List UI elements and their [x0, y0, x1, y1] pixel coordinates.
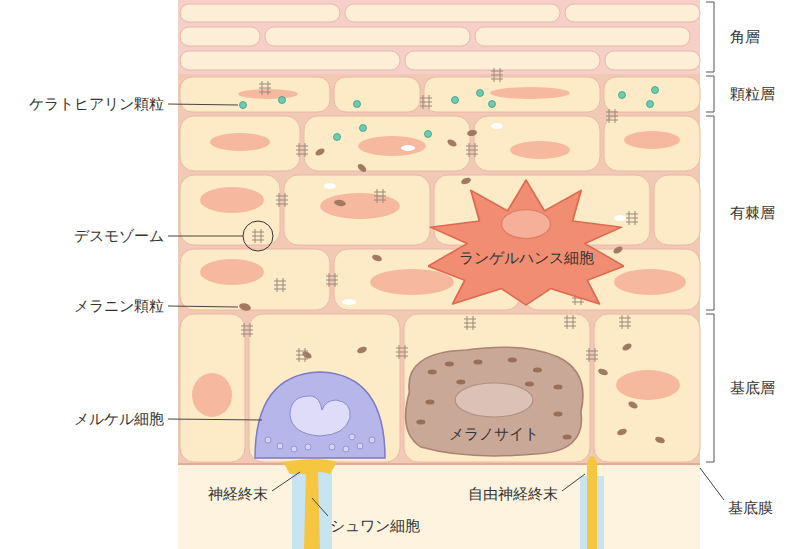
layer-name: 基底層 — [730, 378, 775, 398]
cell-node: ランゲルハンス細胞 — [428, 178, 624, 306]
part-name: デスモゾーム — [74, 226, 164, 246]
langerhans-shape — [428, 178, 624, 306]
part-name: 自由神経終末 — [468, 484, 558, 504]
part-name: ケラトヒアリン顆粒 — [29, 94, 164, 114]
part-name: メラニン顆粒 — [74, 296, 164, 316]
cell-node: メラノサイト — [398, 342, 590, 457]
layer-name: 顆粒層 — [730, 84, 775, 104]
membrane-name: 基底膜 — [728, 498, 773, 518]
layer-name: 角層 — [730, 27, 760, 47]
cell-name: ランゲルハンス細胞 — [428, 248, 624, 268]
cell-name: メラノサイト — [398, 424, 590, 444]
layer-name: 有棘層 — [730, 203, 775, 223]
part-name: 神経終末 — [208, 484, 268, 504]
part-name: メルケル細胞 — [74, 409, 164, 429]
part-name: シュワン細胞 — [330, 516, 420, 536]
